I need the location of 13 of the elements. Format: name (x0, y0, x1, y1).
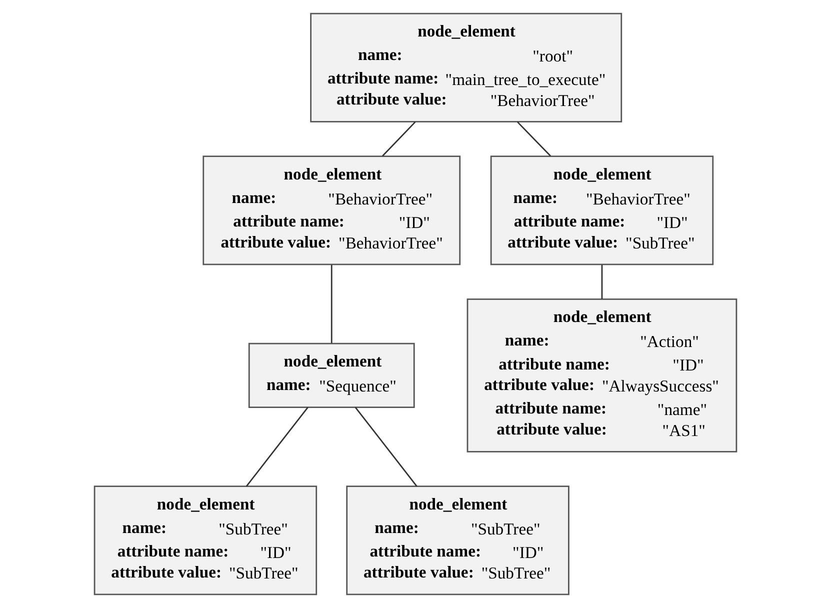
connector (330, 264, 332, 344)
node-box: node_element name: "BehaviorTree" attribute name: "ID" attribute value: "BehaviorTree" (202, 156, 461, 266)
connector (601, 264, 603, 299)
node-box: node_element name: "SubTree" attribute name: "ID" attribute value: "SubTree" (94, 486, 318, 596)
node-box: node_element name: "root" attribute name: "main_tree_to_execute" attribute value: "BehaviorTree" (310, 12, 622, 122)
connector (516, 121, 552, 156)
node-box: node_element name: "Action" attribute name: "ID" attribute value: "AlwaysSuccess" attribute name: "name" attribute value: "AS1" (466, 298, 738, 452)
node-box: node_element name: "Sequence" (248, 342, 415, 408)
node-box: node_element name: "SubTree" attribute name: "ID" attribute value: "SubTree" (346, 486, 570, 596)
connector (382, 121, 416, 156)
connector (354, 406, 418, 487)
connector (246, 406, 308, 487)
node-box: node_element name: "BehaviorTree" attribute name: "ID" attribute value: "SubTree" (490, 156, 714, 266)
